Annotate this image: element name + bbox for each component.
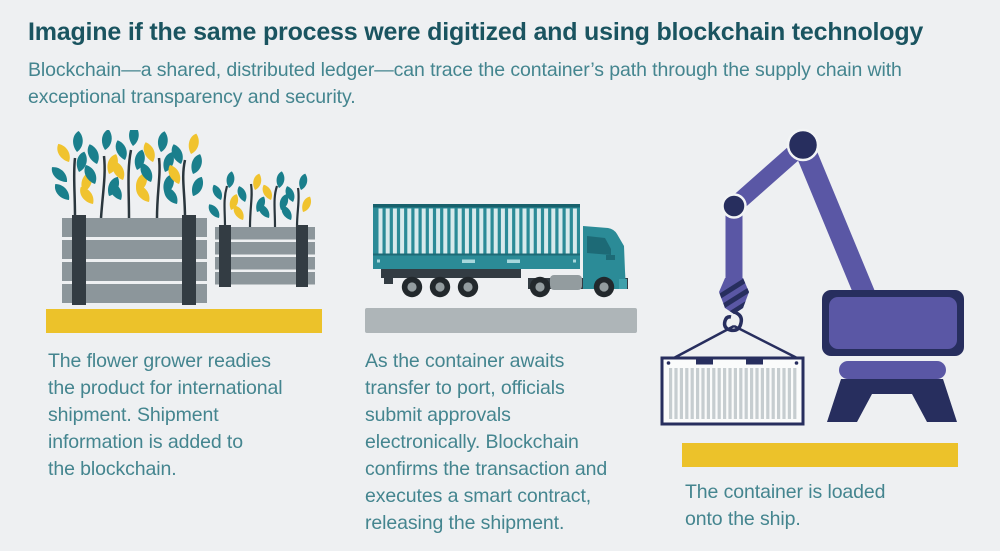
container-top-fittings	[666, 359, 799, 365]
page-title: Imagine if the same process were digitiz…	[28, 18, 924, 46]
cab-wheels	[529, 276, 615, 298]
flower-bed-large	[48, 130, 207, 305]
container-truck-illustration	[365, 204, 637, 333]
truck-cab	[583, 226, 627, 289]
trailer-wheels	[401, 276, 479, 298]
arm-joint-upper	[786, 128, 820, 162]
crate-slats	[62, 218, 207, 303]
crate-slats	[215, 227, 315, 285]
ground-bar-yellow	[46, 309, 322, 333]
crane-arm	[721, 128, 878, 307]
flower-stems	[223, 183, 300, 228]
ship-crane-base	[822, 290, 964, 422]
crane-hook	[671, 278, 800, 361]
base-pill	[839, 361, 946, 379]
cab-window	[587, 236, 611, 255]
crane-cab-inner	[829, 297, 957, 349]
ground-bar-yellow	[682, 443, 958, 467]
arm-joint-lower	[721, 193, 747, 219]
hanging-container	[660, 356, 805, 426]
trailer-chassis	[381, 269, 521, 284]
cab-bumper	[619, 279, 627, 289]
lifting-cables	[671, 324, 800, 361]
fuel-tank	[550, 275, 582, 290]
flower-stems	[72, 149, 187, 219]
crane-loading-illustration	[660, 128, 964, 467]
ground-bar-gray	[365, 308, 637, 333]
container-ribs	[378, 208, 577, 254]
trailer-container	[373, 204, 580, 269]
container-markings	[377, 259, 576, 263]
flower-bed-small	[206, 170, 315, 287]
crate-posts	[72, 215, 196, 305]
step-2-caption: As the container awaits transfer to port…	[365, 350, 608, 534]
cab-door-detail	[606, 255, 615, 260]
base-legs	[827, 379, 957, 422]
crate-posts	[219, 225, 308, 287]
step-1-caption: The flower grower readies the product fo…	[48, 350, 283, 480]
page-subtitle: Blockchain—a shared, distributed ledger—…	[28, 59, 902, 108]
flower-crates-illustration	[46, 130, 322, 333]
step-3-caption: The container is loaded onto the ship.	[685, 481, 886, 530]
container-ribs	[669, 368, 797, 419]
